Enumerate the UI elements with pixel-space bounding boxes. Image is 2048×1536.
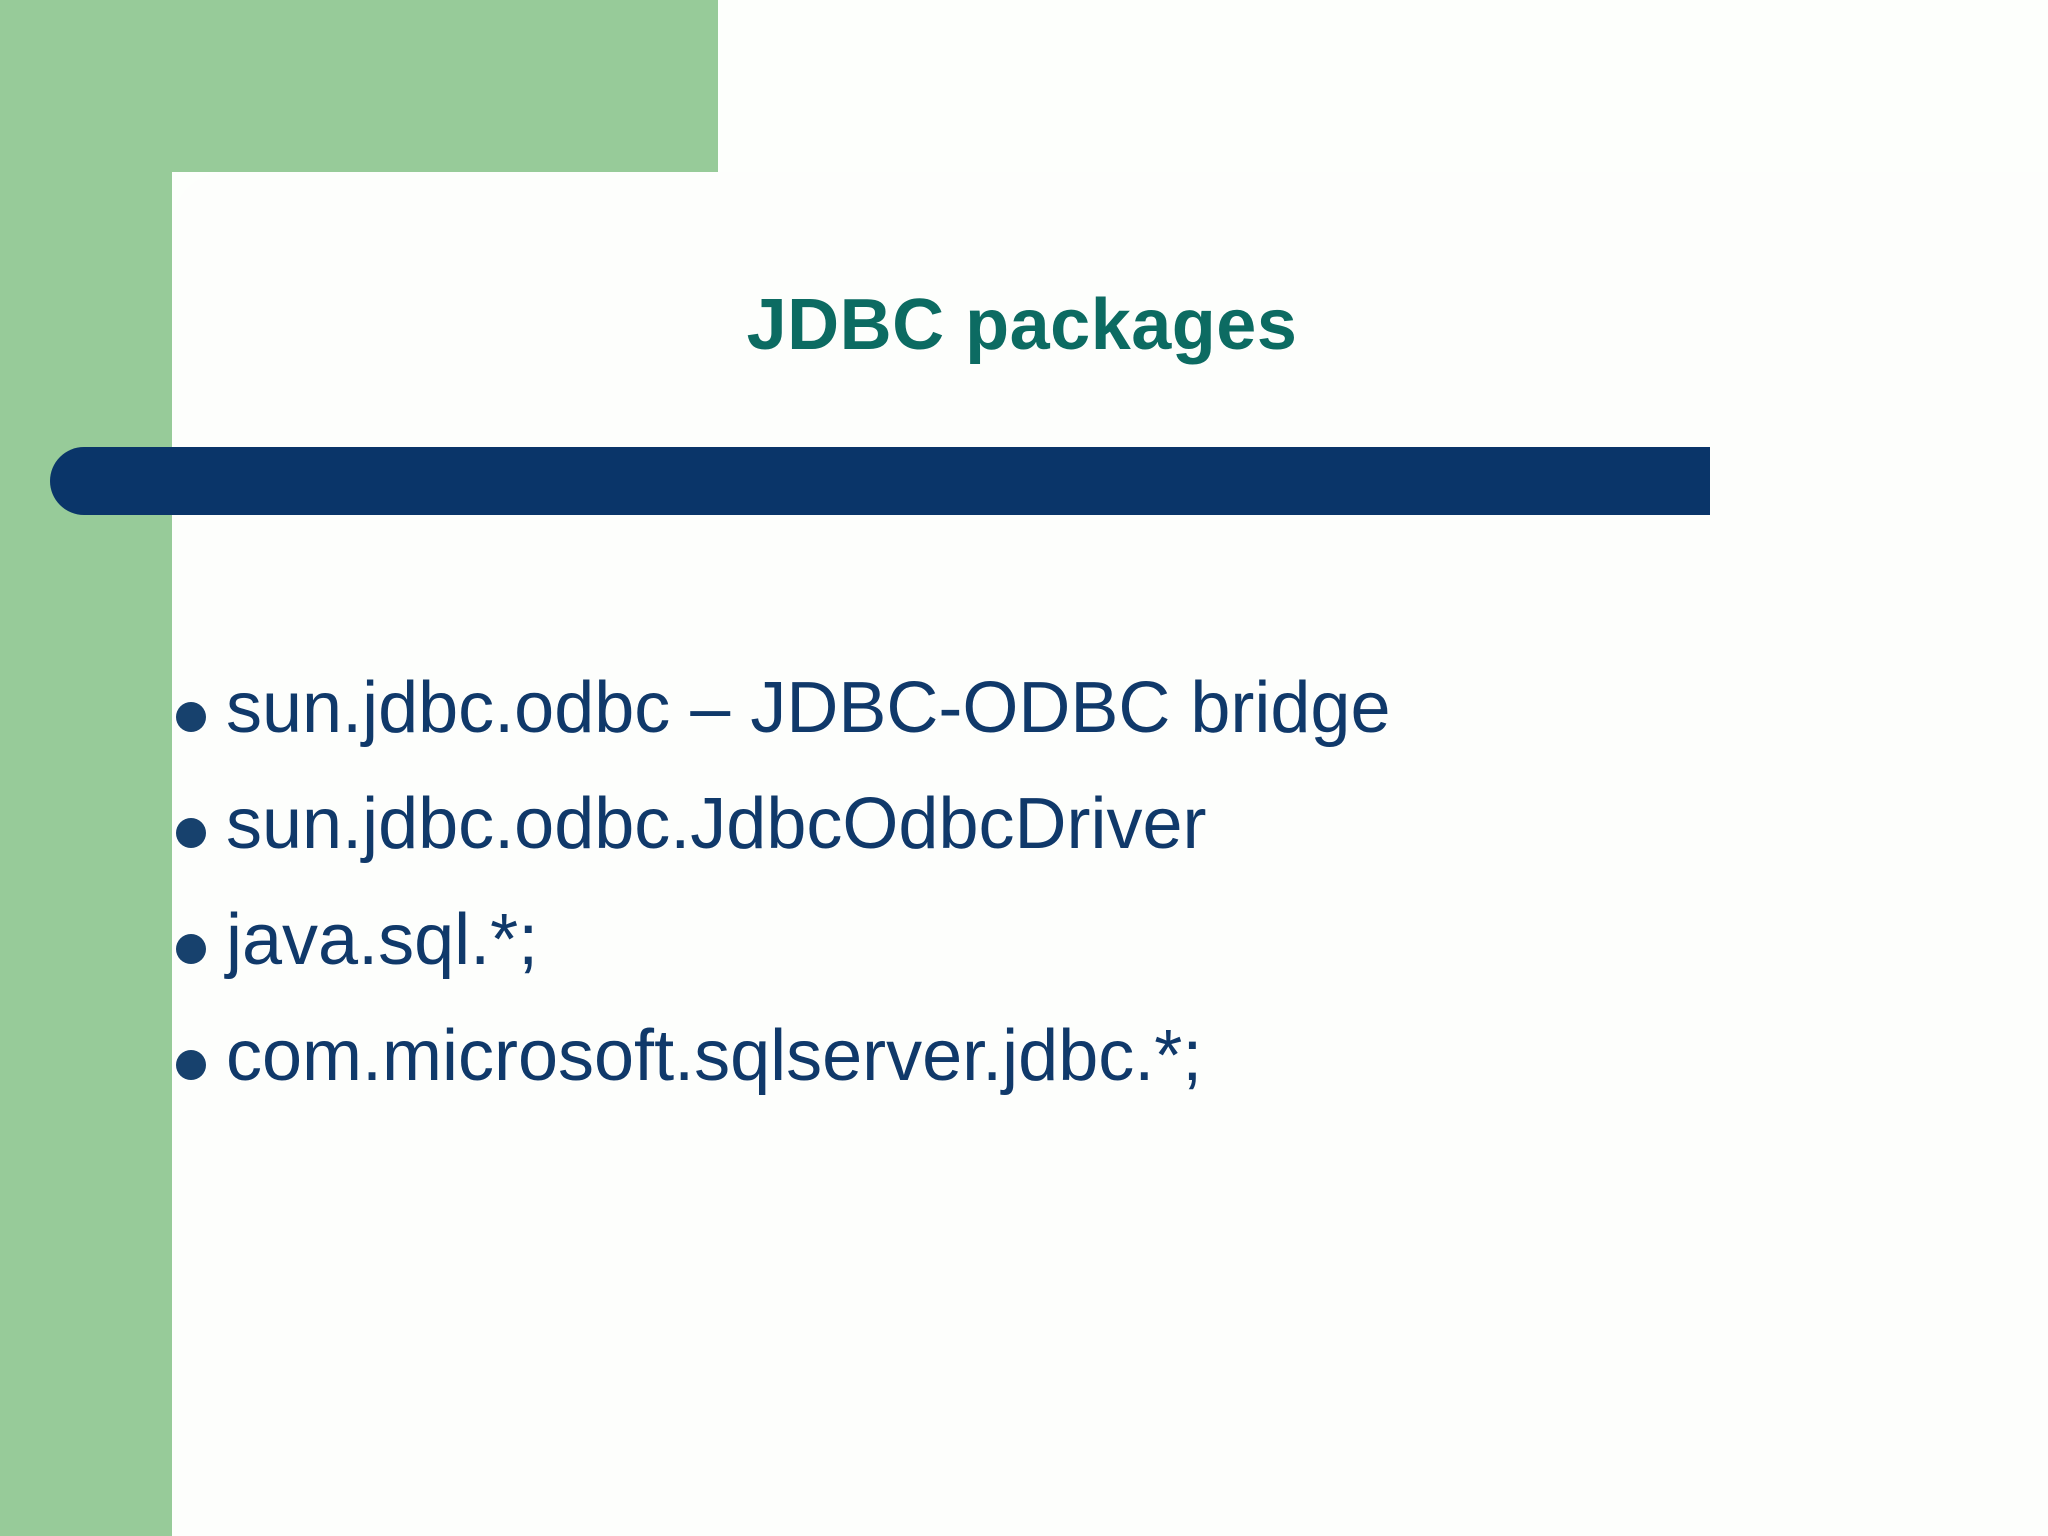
list-item: sun.jdbc.odbc – JDBC-ODBC bridge bbox=[176, 672, 1966, 744]
list-item: com.microsoft.sqlserver.jdbc.*; bbox=[176, 1020, 1966, 1092]
bullet-dot-icon bbox=[176, 818, 206, 848]
green-sidebar-block bbox=[0, 0, 172, 1536]
list-item-label: sun.jdbc.odbc – JDBC-ODBC bridge bbox=[226, 668, 1391, 748]
list-item-label: sun.jdbc.odbc.JdbcOdbcDriver bbox=[226, 784, 1207, 864]
content-card bbox=[172, 172, 2048, 1536]
list-item-label: com.microsoft.sqlserver.jdbc.*; bbox=[226, 1016, 1203, 1096]
page-title: JDBC packages bbox=[746, 285, 1298, 366]
bullet-dot-icon bbox=[176, 702, 206, 732]
bullet-dot-icon bbox=[176, 934, 206, 964]
bullet-dot-icon bbox=[176, 1050, 206, 1080]
bullet-list: sun.jdbc.odbc – JDBC-ODBC bridge sun.jdb… bbox=[176, 672, 1966, 1136]
list-item-label: java.sql.*; bbox=[226, 900, 539, 980]
navy-divider-bar bbox=[50, 447, 1710, 515]
list-item: sun.jdbc.odbc.JdbcOdbcDriver bbox=[176, 788, 1966, 860]
list-item: java.sql.*; bbox=[176, 904, 1966, 976]
